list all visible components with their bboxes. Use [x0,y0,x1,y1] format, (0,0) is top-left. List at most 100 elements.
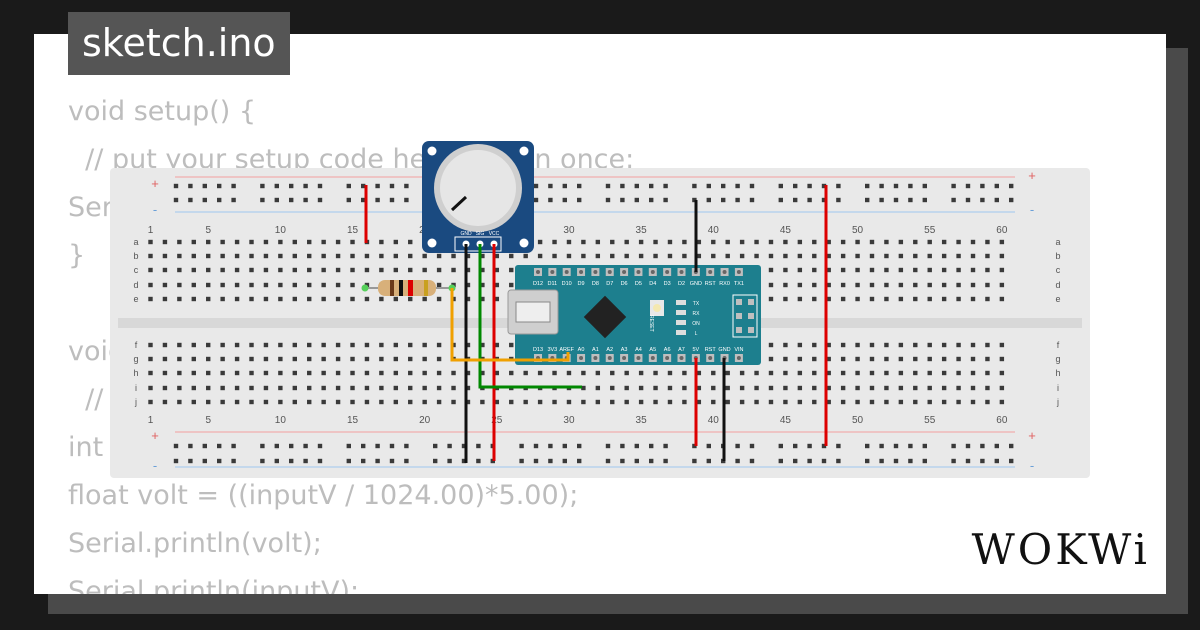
breadboard-hole[interactable] [941,296,947,302]
rail-hole[interactable] [1009,443,1014,449]
rail-hole[interactable] [821,197,827,203]
breadboard-hole[interactable] [408,239,413,245]
breadboard-hole[interactable] [840,356,846,362]
breadboard-hole[interactable] [898,342,904,348]
rail-hole[interactable] [965,183,971,189]
breadboard-hole[interactable] [898,282,904,288]
breadboard-hole[interactable] [581,399,586,405]
breadboard-hole[interactable] [999,370,1005,376]
breadboard-hole[interactable] [177,282,182,288]
breadboard-hole[interactable] [985,399,990,405]
breadboard-hole[interactable] [812,253,817,259]
breadboard-hole[interactable] [711,399,716,405]
breadboard-hole[interactable] [985,296,990,302]
breadboard-hole[interactable] [206,356,211,362]
rail-hole[interactable] [692,458,697,464]
breadboard-hole[interactable] [307,239,312,245]
breadboard-hole[interactable] [581,239,586,245]
breadboard-hole[interactable] [436,342,442,348]
breadboard-hole[interactable] [278,253,283,259]
breadboard-hole[interactable] [985,342,990,348]
rail-hole[interactable] [289,443,294,449]
breadboard-hole[interactable] [249,282,254,288]
rail-hole[interactable] [994,183,999,189]
breadboard-hole[interactable] [465,370,471,376]
breadboard-hole[interactable] [263,370,269,376]
breadboard-hole[interactable] [754,370,759,376]
rail-hole[interactable] [663,443,668,449]
breadboard-hole[interactable] [783,399,788,405]
breadboard-hole[interactable] [999,385,1005,391]
breadboard-hole[interactable] [927,370,932,376]
breadboard-hole[interactable] [855,296,860,302]
rail-hole[interactable] [620,443,625,449]
breadboard-hole[interactable] [263,239,269,245]
rail-hole[interactable] [548,197,553,203]
breadboard-hole[interactable] [234,282,240,288]
breadboard-hole[interactable] [292,370,297,376]
rail-hole[interactable] [562,197,567,203]
rail-hole[interactable] [908,197,913,203]
breadboard-hole[interactable] [494,399,500,405]
rail-hole[interactable] [274,197,279,203]
breadboard-hole[interactable] [783,370,788,376]
breadboard-hole[interactable] [220,356,225,362]
rail-hole[interactable] [879,443,884,449]
rail-hole[interactable] [188,197,193,203]
breadboard-hole[interactable] [999,356,1005,362]
breadboard-hole[interactable] [307,282,312,288]
rail-hole[interactable] [447,458,452,464]
breadboard-hole[interactable] [393,267,399,273]
breadboard-hole[interactable] [653,370,658,376]
breadboard-hole[interactable] [422,296,427,302]
rail-hole[interactable] [721,197,726,203]
breadboard-hole[interactable] [869,282,875,288]
rail-hole[interactable] [879,183,884,189]
breadboard-hole[interactable] [970,399,976,405]
breadboard-hole[interactable] [682,370,687,376]
breadboard-hole[interactable] [191,356,196,362]
rail-hole[interactable] [533,443,539,449]
breadboard-hole[interactable] [855,282,860,288]
breadboard-hole[interactable] [177,267,182,273]
breadboard-hole[interactable] [350,239,355,245]
breadboard-hole[interactable] [350,267,355,273]
breadboard-hole[interactable] [364,356,370,362]
breadboard-hole[interactable] [711,370,716,376]
breadboard-hole[interactable] [999,296,1005,302]
breadboard-hole[interactable] [480,342,485,348]
breadboard-hole[interactable] [364,399,370,405]
breadboard-hole[interactable] [335,267,341,273]
breadboard-hole[interactable] [638,370,644,376]
breadboard-hole[interactable] [913,342,918,348]
breadboard-hole[interactable] [292,267,297,273]
breadboard-hole[interactable] [148,356,153,362]
rail-hole[interactable] [634,183,639,189]
rail-hole[interactable] [605,197,611,203]
breadboard-hole[interactable] [162,385,168,391]
breadboard-hole[interactable] [206,253,211,259]
breadboard-hole[interactable] [812,342,817,348]
rail-hole[interactable] [188,443,193,449]
breadboard-hole[interactable] [408,267,413,273]
rail-hole[interactable] [663,197,668,203]
rail-hole[interactable] [620,197,625,203]
breadboard-hole[interactable] [768,342,774,348]
breadboard-hole[interactable] [595,253,601,259]
breadboard-hole[interactable] [653,399,658,405]
rail-hole[interactable] [980,183,985,189]
rail-hole[interactable] [317,183,323,189]
breadboard-hole[interactable] [162,370,168,376]
breadboard-hole[interactable] [162,356,168,362]
rail-hole[interactable] [807,183,812,189]
breadboard-hole[interactable] [941,385,947,391]
breadboard-hole[interactable] [451,253,456,259]
breadboard-hole[interactable] [610,385,615,391]
breadboard-hole[interactable] [350,296,355,302]
breadboard-hole[interactable] [956,282,961,288]
breadboard-hole[interactable] [797,296,803,302]
breadboard-hole[interactable] [581,253,586,259]
breadboard-hole[interactable] [826,239,831,245]
breadboard-hole[interactable] [263,342,269,348]
